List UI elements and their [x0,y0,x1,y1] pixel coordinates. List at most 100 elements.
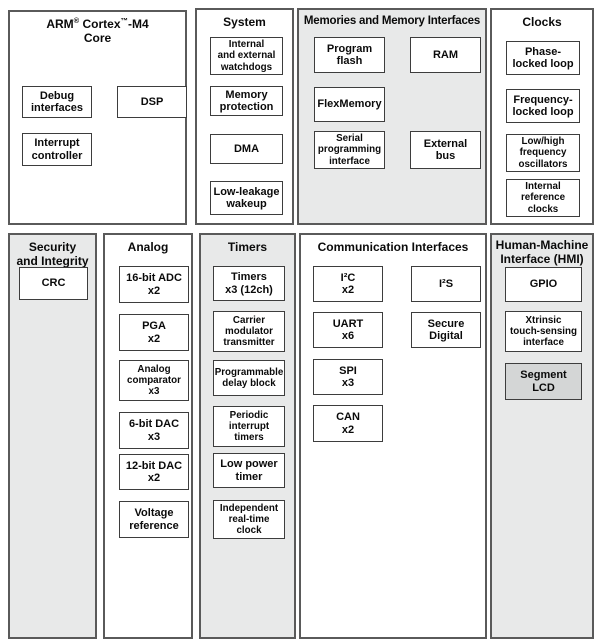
section-security-integrity: Security and Integrity CRC [8,233,97,639]
block-secure-digital: Secure Digital [411,312,481,348]
section-system: System Internal and external watchdogs M… [195,8,294,225]
block-external-bus: External bus [410,131,481,169]
section-title-memories: Memories and Memory Interfaces [303,15,481,27]
block-label: Xtrinsic touch-sensing interface [510,314,577,349]
block-label: Programmable delay block [214,366,284,389]
section-communication-interfaces: Communication Interfaces I²C x2 UART x6 … [299,233,487,639]
block-label: 12-bit DAC x2 [125,459,183,484]
section-timers: Timers Timers x3 (12ch) Carrier modulato… [199,233,296,639]
block-label: UART x6 [332,317,364,342]
block-label: Low power timer [220,458,278,483]
block-label: Program flash [326,42,373,67]
block-independent-real-time-clock: Independent real-time clock [213,500,285,539]
block-analog-comparator: Analog comparator x3 [119,360,189,401]
block-label: Phase- locked loop [512,45,574,70]
block-i2c: I²C x2 [313,266,383,302]
block-label: Serial programming interface [317,133,382,167]
block-label: Low/high frequency oscillators [518,136,568,170]
block-label: Timers x3 (12ch) [225,271,273,296]
block-label: PGA x2 [142,320,166,345]
block-dma: DMA [210,134,283,164]
block-label: GPIO [529,278,558,291]
block-label: Segment LCD [520,369,567,394]
section-title-clocks: Clocks [522,15,562,29]
block-uart: UART x6 [313,312,383,348]
block-ram: RAM [410,37,481,73]
section-clocks: Clocks Phase- locked loop Frequency- loc… [490,8,594,225]
block-program-flash: Program flash [314,37,385,73]
cortex-title-text: Cortex [79,17,121,31]
block-dsp: DSP [117,86,187,118]
block-gpio: GPIO [505,267,582,302]
block-label: Low-leakage wakeup [213,185,280,210]
block-internal-external-watchdogs: Internal and external watchdogs [210,37,283,75]
block-phase-locked-loop: Phase- locked loop [506,41,580,75]
block-label: CRC [41,277,66,290]
block-label: Periodic interrupt timers [228,409,270,444]
block-label: 6-bit DAC x3 [128,418,180,443]
block-label: Debug interfaces [31,89,83,114]
trademark-mark: ™ [120,16,129,25]
block-16bit-adc: 16-bit ADC x2 [119,266,189,303]
block-label: Carrier modulator transmitter [223,314,275,349]
block-serial-programming-interface: Serial programming interface [314,131,385,169]
block-label: FlexMemory [317,98,382,111]
block-label: Internal reference clocks [520,181,566,215]
block-low-high-frequency-oscillators: Low/high frequency oscillators [506,134,580,172]
section-arm-cortex-m4-core: ARM® Cortex™-M4 Core Debug interfaces DS… [8,10,187,225]
block-12bit-dac: 12-bit DAC x2 [119,454,189,490]
block-label: I²C x2 [340,271,356,296]
block-label: Analog comparator x3 [127,363,181,398]
section-memories: Memories and Memory Interfaces Program f… [297,8,487,225]
block-segment-lcd: Segment LCD [505,363,582,400]
section-title-communication: Communication Interfaces [317,240,469,254]
block-label: Frequency- locked loop [512,93,574,118]
block-carrier-modulator-transmitter: Carrier modulator transmitter [213,311,285,352]
block-flexmemory: FlexMemory [314,87,385,122]
block-low-leakage-wakeup: Low-leakage wakeup [210,181,283,215]
block-label: Voltage reference [129,507,179,532]
block-label: CAN x2 [336,411,360,436]
block-6bit-dac: 6-bit DAC x3 [119,412,189,449]
block-can: CAN x2 [313,405,383,442]
block-memory-protection: Memory protection [210,86,283,116]
block-xtrinsic-touch-sensing: Xtrinsic touch-sensing interface [505,311,582,352]
block-label: External bus [423,137,468,162]
block-spi: SPI x3 [313,359,383,395]
block-voltage-reference: Voltage reference [119,501,189,538]
block-label: SPI x3 [339,364,357,389]
block-label: DMA [233,142,260,155]
block-crc: CRC [19,267,88,300]
block-label: DSP [140,95,164,108]
block-programmable-delay-block: Programmable delay block [213,360,285,396]
block-periodic-interrupt-timers: Periodic interrupt timers [213,406,285,447]
block-label: Internal and external watchdogs [217,39,276,73]
block-debug-interfaces: Debug interfaces [22,86,92,118]
block-label: Independent real-time clock [219,502,279,537]
block-label: 16-bit ADC x2 [126,272,182,297]
section-title-hmi: Human-Machine Interface (HMI) [495,238,589,267]
block-timers-x3: Timers x3 (12ch) [213,266,285,301]
section-hmi: Human-Machine Interface (HMI) GPIO Xtrin… [490,233,594,639]
block-i2s: I²S [411,266,481,302]
arm-title-text: ARM [46,17,74,31]
block-internal-reference-clocks: Internal reference clocks [506,179,580,217]
section-title-system: System [223,15,266,29]
block-frequency-locked-loop: Frequency- locked loop [506,89,580,123]
arm-title-line2: Core [83,31,112,46]
section-title-arm-core: ARM® Cortex™-M4 Core [10,16,185,59]
block-label: Interrupt controller [31,137,83,162]
section-title-timers: Timers [227,240,268,254]
section-analog: Analog 16-bit ADC x2 PGA x2 Analog compa… [103,233,193,639]
block-label: Secure Digital [427,317,465,342]
section-title-analog: Analog [127,240,169,254]
block-label: RAM [432,48,459,61]
block-label: Memory protection [219,88,274,113]
registered-mark: ® [73,16,80,25]
m4-title-text: -M4 [128,17,149,31]
block-low-power-timer: Low power timer [213,453,285,488]
section-title-security: Security and Integrity [16,240,89,269]
block-label: I²S [438,277,454,290]
block-interrupt-controller: Interrupt controller [22,133,92,166]
